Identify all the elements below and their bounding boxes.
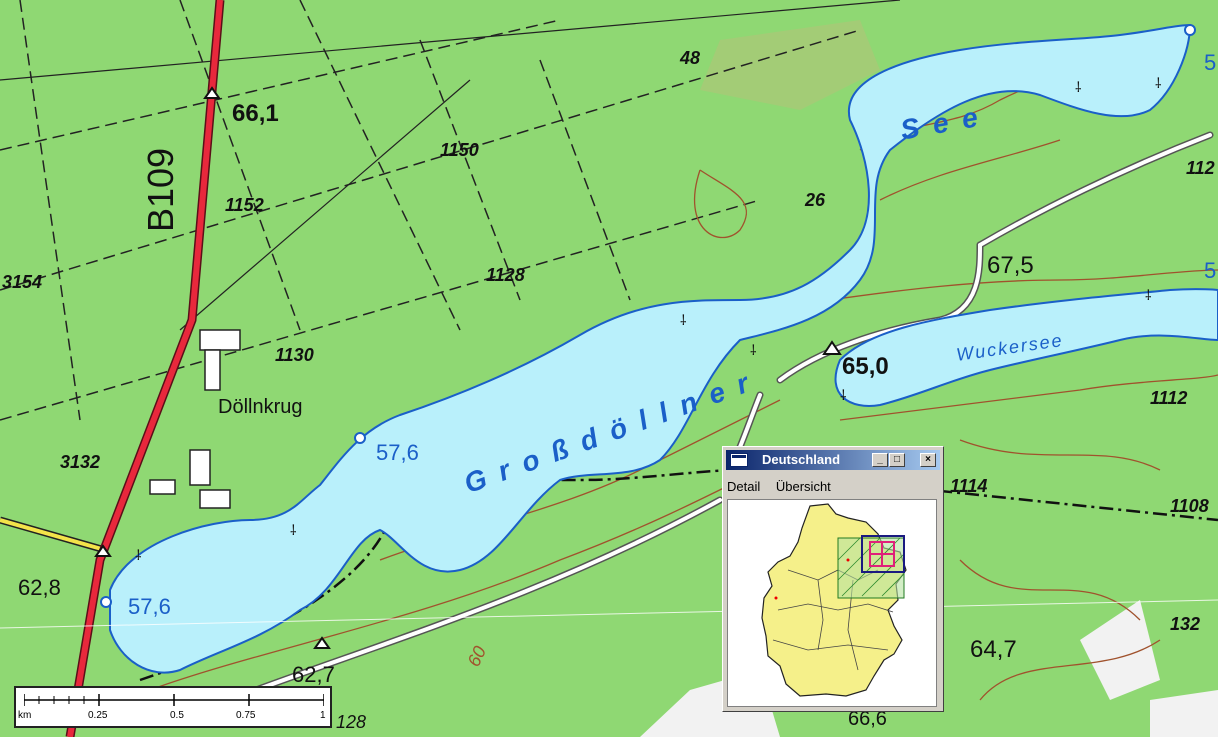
overview-window[interactable]: Deutschland _ □ × Detail Übersicht xyxy=(722,446,944,712)
map-label: 62,7 xyxy=(292,662,335,687)
map-label: 1130 xyxy=(275,345,314,365)
scale-tick-label: 0.75 xyxy=(236,710,256,721)
map-label: 128 xyxy=(336,712,367,732)
germany-overview-map[interactable] xyxy=(727,499,937,707)
menu-detail[interactable]: Detail xyxy=(727,479,761,494)
scale-tick-label: 1 xyxy=(320,710,326,721)
svg-text:⸸: ⸸ xyxy=(840,388,847,404)
water-level-label: 57,6 xyxy=(376,440,419,465)
road-label-b109: B109 xyxy=(140,147,181,232)
grossdoellner-see-lake xyxy=(109,23,1192,674)
svg-text:⸸: ⸸ xyxy=(290,523,297,539)
svg-text:⸸: ⸸ xyxy=(135,548,142,564)
map-label: 26 xyxy=(805,190,826,210)
map-label: 3132 xyxy=(60,452,101,472)
maximize-button[interactable]: □ xyxy=(889,453,905,467)
germany-shape xyxy=(761,503,907,697)
edge-label: 5 xyxy=(1204,50,1217,75)
svg-text:⸸: ⸸ xyxy=(1145,288,1152,304)
window-title: Deutschland xyxy=(762,452,841,467)
scale-unit: km xyxy=(18,710,32,721)
svg-text:⸸: ⸸ xyxy=(1075,80,1082,96)
map-label: 1114 xyxy=(950,476,988,496)
map-label: 1112 xyxy=(1150,388,1188,408)
map-label: 1108 xyxy=(1170,496,1209,516)
svg-text:⸸: ⸸ xyxy=(1155,76,1162,92)
close-button[interactable]: × xyxy=(920,453,936,467)
map-label: 132 xyxy=(1170,614,1201,634)
map-label: 62,8 xyxy=(18,575,61,600)
map-label: 64,7 xyxy=(970,636,1017,663)
map-label: 65,0 xyxy=(842,353,889,380)
map-label: 67,5 xyxy=(987,252,1034,279)
map-label: 48 xyxy=(680,48,701,68)
menu-uebersicht[interactable]: Übersicht xyxy=(775,479,831,494)
wuckersee-lake xyxy=(834,288,1218,407)
edge-label: 5 xyxy=(1204,258,1217,283)
map-label: 112 xyxy=(1186,158,1215,178)
map-label: 1152 xyxy=(225,195,264,215)
map-label: 3154 xyxy=(2,272,43,292)
place-label-doellnkrug: Döllnkrug xyxy=(218,396,303,418)
map-label: 66,6 xyxy=(848,708,887,730)
window-menubar: Detail Übersicht xyxy=(727,479,843,494)
scale-tick-label: 0.5 xyxy=(170,710,184,721)
overview-viewport[interactable] xyxy=(861,535,905,573)
map-label: 66,1 xyxy=(232,100,279,127)
scale-bar: km 0.25 0.5 0.75 1 xyxy=(14,686,332,728)
window-app-icon xyxy=(730,453,748,467)
map-label: 1128 xyxy=(486,265,525,285)
map-label: 1150 xyxy=(440,140,479,160)
minimize-button[interactable]: _ xyxy=(872,453,888,467)
svg-text:⸸: ⸸ xyxy=(680,313,687,329)
water-level-label: 57,6 xyxy=(128,594,171,619)
window-titlebar[interactable]: Deutschland _ □ × xyxy=(726,450,940,470)
scale-tick-label: 0.25 xyxy=(88,710,108,721)
svg-text:⸸: ⸸ xyxy=(750,343,757,359)
